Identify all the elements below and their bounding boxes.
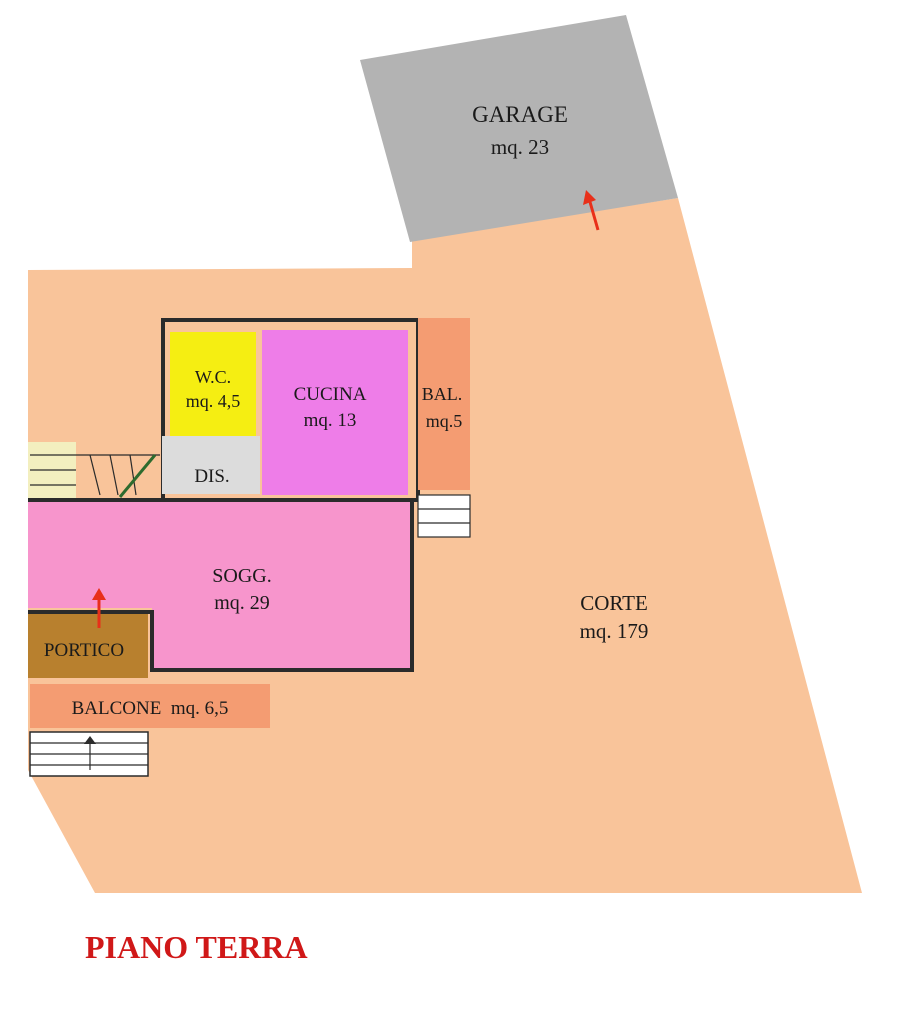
balcone-area [30,684,270,728]
garage-area-label: mq. 23 [491,135,549,159]
balcone-label: BALCONE mq. 6,5 [72,698,229,719]
bal-steps [417,494,471,538]
bal-area [418,318,470,490]
dis-room [162,436,260,494]
wc-name: W.C. [195,367,231,387]
garage-name: GARAGE [472,102,568,127]
bal-area-label: mq.5 [426,411,463,431]
garage-area [360,15,678,242]
bal-step-lines [418,508,470,524]
portico-area [28,614,148,678]
entry-arrow-icon [92,588,106,628]
cucina-name: CUCINA [294,384,367,405]
corte-name: CORTE [580,591,648,615]
portico-name: PORTICO [44,640,124,661]
soggiorno-area-label: mq. 29 [214,592,270,614]
bal-name: BAL. [422,384,463,404]
dis-name: DIS. [194,466,229,487]
wc-area-label: mq. 4,5 [186,391,241,411]
soggiorno-room-lower [152,600,410,668]
cucina-room [262,330,408,495]
corte-area-label: mq. 179 [580,619,649,643]
wc-room [170,332,256,447]
front-step-lines [30,736,148,770]
page-title: PIANO TERRA [85,929,308,965]
soggiorno-name: SOGG. [212,565,271,587]
garage-arrow-icon [583,190,600,231]
soggiorno-room [28,500,410,608]
soggiorno-wall [28,498,414,672]
cucina-area-label: mq. 13 [304,410,357,431]
